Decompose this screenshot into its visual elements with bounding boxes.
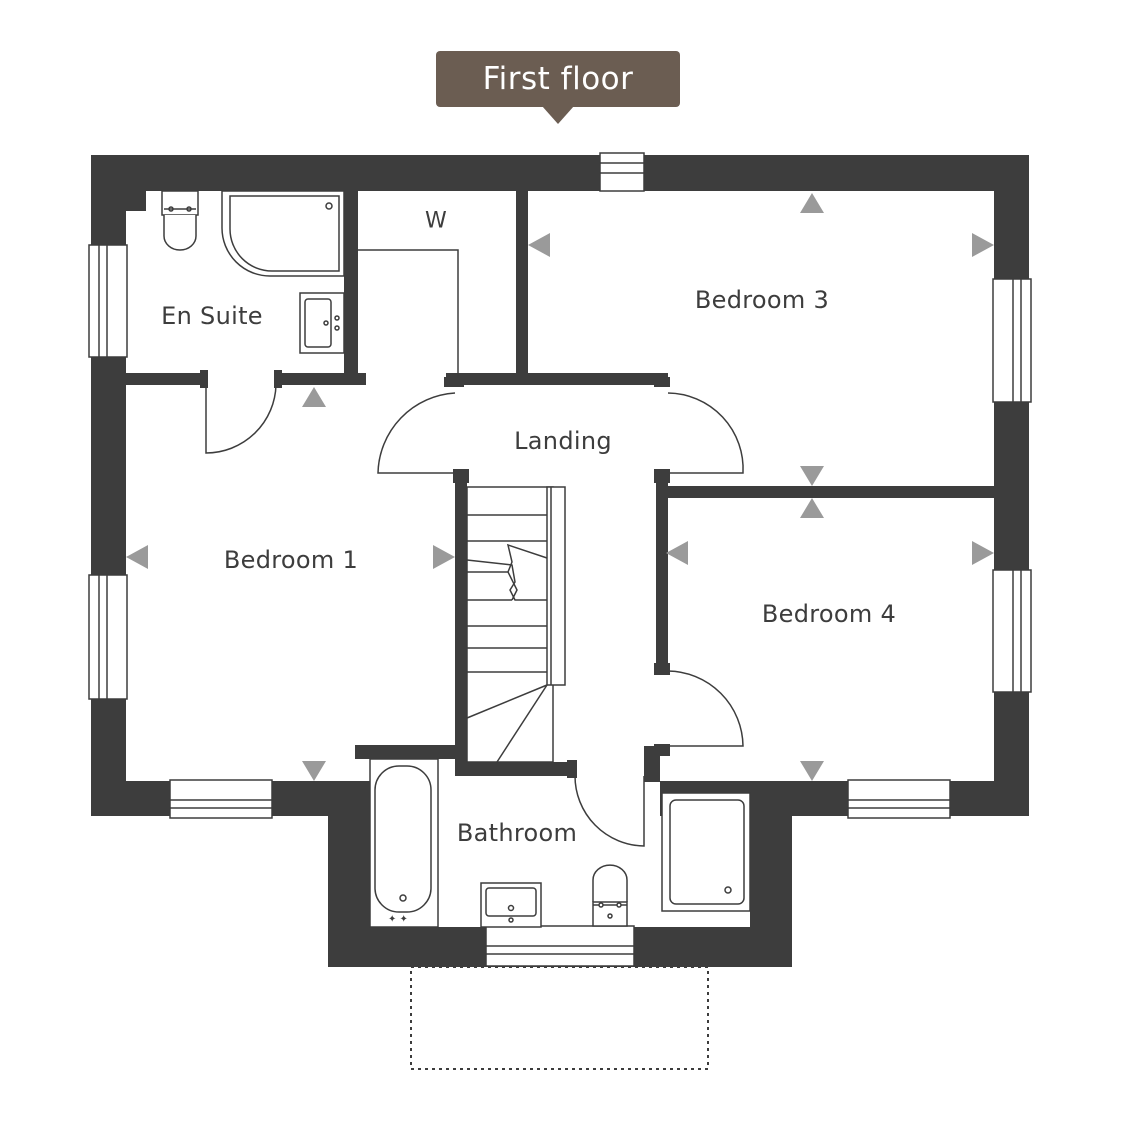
doors [200, 370, 744, 847]
svg-text:✦ ✦: ✦ ✦ [388, 914, 408, 925]
en-suite-toilet [163, 215, 197, 251]
door-bedroom-4 [667, 670, 744, 747]
room-label-bedroom-1: Bedroom 1 [223, 546, 359, 574]
windows [88, 152, 1032, 967]
door-bedroom-1 [377, 392, 456, 474]
floor-title-pointer [542, 106, 574, 124]
room-label-en-suite: En Suite [161, 302, 263, 330]
window-bedroom-3 [992, 278, 1032, 403]
bathroom-toilet [592, 864, 628, 902]
door-bedroom-3 [667, 392, 744, 474]
window-bedroom-4-front [847, 779, 951, 819]
wardrobe-outline [358, 249, 459, 378]
en-suite-cistern [161, 190, 199, 216]
window-en-suite [88, 244, 128, 358]
room-label-bedroom-3: Bedroom 3 [694, 286, 830, 314]
staircase [466, 486, 566, 763]
window-bedroom-4 [992, 569, 1032, 693]
room-label-bathroom: Bathroom [456, 819, 578, 847]
floor-title-badge [436, 51, 680, 107]
dimension-markers [126, 193, 994, 781]
door-bathroom [574, 775, 645, 847]
sanitaryware: ✦ ✦ [161, 190, 751, 928]
room-label-bedroom-4: Bedroom 4 [761, 600, 897, 628]
porch-outline [410, 966, 709, 1070]
interior-walls [126, 191, 994, 782]
window-bedroom-1 [88, 574, 128, 700]
door-en-suite [205, 384, 277, 454]
room-label-landing: Landing [514, 427, 612, 455]
room-label-wardrobe: W [424, 208, 448, 234]
floor-title: First floor [482, 61, 634, 97]
window-top [599, 152, 645, 192]
window-bedroom-1-front [169, 779, 273, 819]
